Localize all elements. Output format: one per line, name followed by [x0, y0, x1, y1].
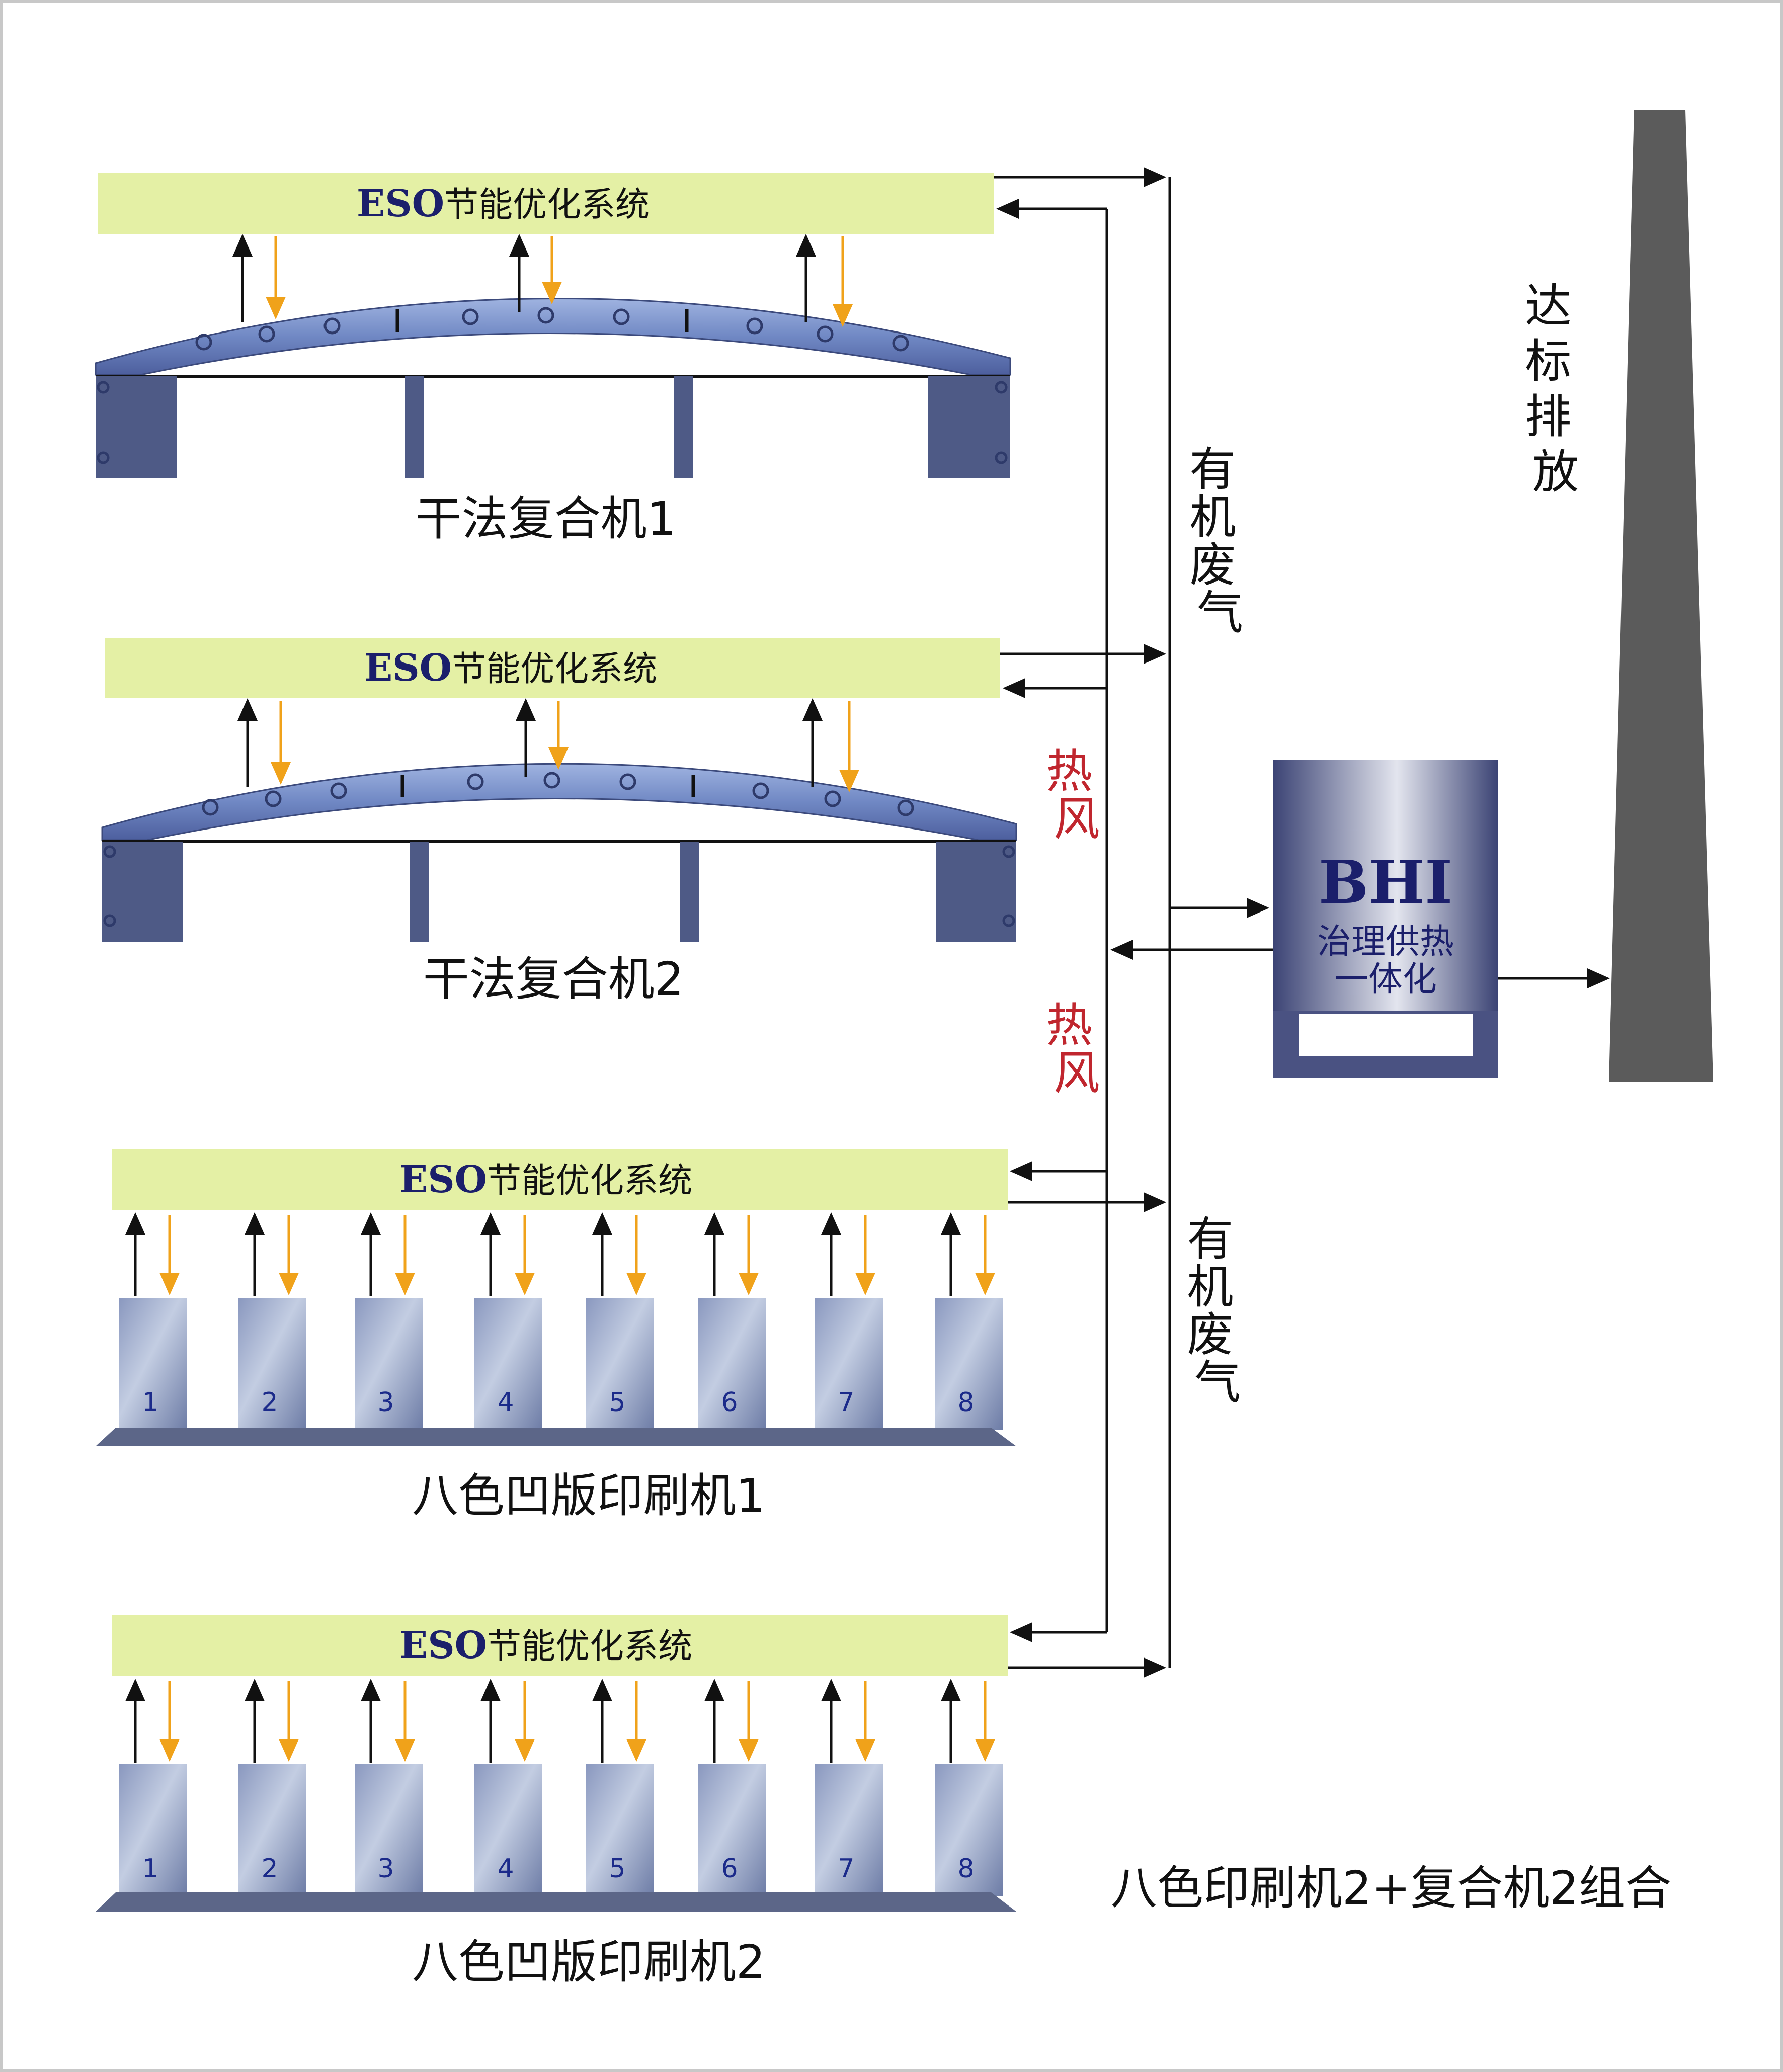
label-organic-exhaust-upper: 有 机 废 气: [1189, 443, 1250, 640]
laminator-1: ESO节能优化系统 干法复合机1: [95, 173, 1011, 546]
print-unit-body: [474, 1764, 542, 1896]
print-unit-number: 2: [261, 1854, 278, 1884]
print-unit-number: 4: [497, 1387, 514, 1418]
print-unit: 8: [935, 1212, 1003, 1430]
print-unit-number: 5: [609, 1854, 625, 1884]
eso-title-2: ESO节能优化系统: [364, 646, 657, 690]
label-hot-air-lower: 热 风: [1046, 999, 1107, 1100]
laminator-post-2b: [680, 842, 699, 942]
print-unit: 5: [586, 1212, 654, 1430]
laminator-arch-1: [95, 298, 1011, 376]
press-base-2: [96, 1892, 1016, 1912]
print-unit: 4: [474, 1212, 542, 1430]
exhaust-arrows-2: [237, 698, 823, 787]
print-unit-number: 3: [377, 1854, 394, 1884]
press-2: ESO节能优化系统 1 2 3 4 5 6 7 8 八色凹版印刷机2: [96, 1615, 1016, 1989]
print-unit-body: [355, 1764, 423, 1896]
print-unit-number: 7: [838, 1387, 854, 1418]
print-unit-number: 5: [609, 1387, 625, 1418]
print-unit-number: 4: [497, 1854, 514, 1884]
print-unit: 4: [474, 1679, 542, 1896]
exhaust-duct: [994, 167, 1610, 1678]
print-unit-body: [238, 1764, 306, 1896]
eso-title-1: ESO节能优化系统: [357, 182, 650, 225]
print-units-2: 1 2 3 4 5 6 7 8: [119, 1679, 1003, 1896]
bhi-body: [1273, 760, 1498, 1011]
bhi-line-2: 一体化: [1334, 960, 1437, 1000]
print-unit: 1: [119, 1212, 187, 1430]
bhi-brand: BHI: [1319, 847, 1452, 917]
laminator-arch-2: [101, 763, 1017, 841]
print-unit-number: 6: [721, 1854, 738, 1884]
eso-bar-3: [112, 1149, 1008, 1210]
print-unit-number: 3: [377, 1387, 394, 1418]
print-unit-body: [698, 1298, 766, 1430]
print-unit: 8: [935, 1679, 1003, 1896]
print-unit-number: 2: [261, 1387, 278, 1418]
laminator-post-1b: [674, 376, 693, 478]
eso-title-4: ESO节能优化系统: [399, 1624, 692, 1667]
print-unit: 7: [815, 1679, 883, 1896]
machine-label-4: 八色凹版印刷机2: [412, 1935, 766, 1989]
print-unit-number: 1: [142, 1854, 158, 1884]
bhi-unit: BHI 治理供热 一体化: [1273, 760, 1498, 1078]
print-unit-body: [586, 1764, 654, 1896]
laminator-post-2a: [410, 842, 429, 942]
bhi-stand-opening: [1299, 1014, 1473, 1056]
print-unit-body: [119, 1764, 187, 1896]
hot-air-duct: [996, 199, 1273, 1642]
print-unit-number: 8: [957, 1387, 974, 1418]
exhaust-arrows-1: [232, 234, 816, 322]
print-unit: 2: [238, 1679, 306, 1896]
print-unit: 5: [586, 1679, 654, 1896]
press-1: ESO节能优化系统 1 2 3 4 5 6 7 8 八色凹版印刷机1: [96, 1149, 1016, 1523]
print-unit-body: [698, 1764, 766, 1896]
roller-icon: [103, 772, 1015, 927]
laminator-leg-right-2: [936, 842, 1016, 942]
label-chimney: 达 标 排 放: [1525, 279, 1586, 499]
eso-bar-2: [105, 638, 1000, 698]
print-unit-body: [119, 1298, 187, 1430]
laminator-leg-left-1: [96, 376, 177, 478]
laminator-leg-left-2: [102, 842, 183, 942]
print-unit-body: [474, 1298, 542, 1430]
laminator-post-1a: [405, 376, 424, 478]
roller-icon: [97, 307, 1008, 464]
print-unit-body: [935, 1764, 1003, 1896]
hot-air-arrows-2: [271, 701, 859, 792]
hot-air-arrows-1: [266, 236, 853, 327]
eso-bar-4: [112, 1615, 1008, 1676]
print-unit-number: 8: [957, 1854, 974, 1884]
eso-title-3: ESO节能优化系统: [399, 1158, 692, 1201]
laminator-2: ESO节能优化系统 干法复合机2: [101, 638, 1017, 1006]
print-unit-body: [238, 1298, 306, 1430]
machine-label-2: 干法复合机2: [423, 952, 684, 1006]
print-unit: 3: [355, 1679, 423, 1896]
print-unit-body: [586, 1298, 654, 1430]
label-hot-air-upper: 热 风: [1046, 744, 1107, 846]
print-units-1: 1 2 3 4 5 6 7 8: [119, 1212, 1003, 1430]
print-unit: 6: [698, 1212, 766, 1430]
label-organic-exhaust-lower: 有 机 废 气: [1187, 1212, 1248, 1410]
print-unit: 3: [355, 1212, 423, 1430]
print-unit-number: 6: [721, 1387, 738, 1418]
print-unit-body: [815, 1764, 883, 1896]
print-unit-body: [815, 1298, 883, 1430]
machine-label-3: 八色凹版印刷机1: [412, 1469, 766, 1523]
machine-label-1: 干法复合机1: [416, 492, 677, 546]
print-unit: 1: [119, 1679, 187, 1896]
print-unit-number: 1: [142, 1387, 158, 1418]
print-unit: 2: [238, 1212, 306, 1430]
press-base-1: [96, 1428, 1016, 1446]
print-unit: 6: [698, 1679, 766, 1896]
print-unit-body: [355, 1298, 423, 1430]
print-unit-number: 7: [838, 1854, 854, 1884]
combo-note: 八色印刷机2+复合机2组合: [1111, 1861, 1671, 1915]
eso-bar-1: [98, 173, 994, 234]
chimney-icon: [1609, 110, 1713, 1082]
bhi-line-1: 治理供热: [1317, 922, 1454, 962]
print-unit: 7: [815, 1212, 883, 1430]
print-unit-body: [935, 1298, 1003, 1430]
